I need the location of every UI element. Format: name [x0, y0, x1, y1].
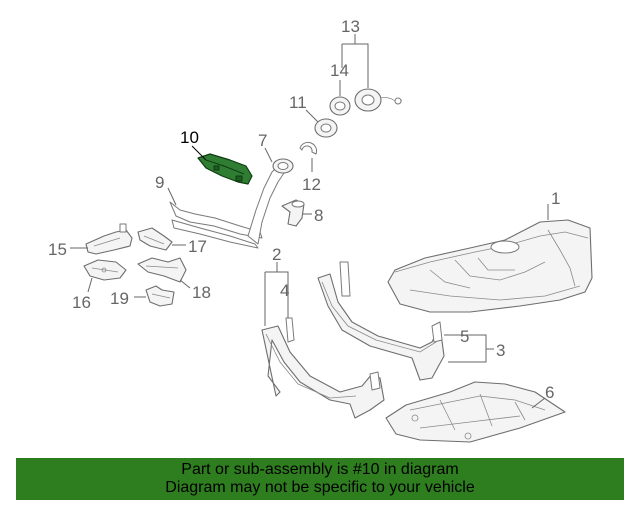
callout-17: 17: [188, 237, 207, 256]
callout-3: 3: [496, 341, 505, 360]
parts-diagram: 1 6 5 3 2 4 9: [48, 17, 593, 443]
fuel-tank-band-part-3[interactable]: [317, 261, 445, 381]
fuel-tank-part-1[interactable]: [387, 219, 593, 313]
fuel-cap-part-13[interactable]: [354, 88, 403, 112]
bracket-part-19[interactable]: [145, 285, 175, 307]
highlighted-bracket-part-10[interactable]: [197, 153, 253, 185]
callout-13: 13: [341, 17, 360, 36]
bracket-part-16[interactable]: [83, 259, 127, 281]
filler-hose-part-8[interactable]: [281, 199, 305, 227]
callout-14: 14: [330, 61, 349, 80]
callout-9: 9: [155, 173, 164, 192]
banner-line-1: Part or sub-assembly is #10 in diagram: [181, 461, 459, 478]
bracket-part-18[interactable]: [137, 257, 187, 283]
callout-16: 16: [72, 293, 91, 312]
gasket-part-12[interactable]: [299, 141, 318, 155]
callout-11: 11: [289, 93, 307, 112]
bracket-part-15[interactable]: [85, 223, 133, 255]
fuel-tank-band-part-2[interactable]: [261, 317, 385, 419]
callout-4: 4: [280, 281, 289, 300]
callout-18: 18: [192, 283, 211, 302]
grommet-part-11[interactable]: [314, 118, 338, 138]
banner-line-2: Diagram may not be specific to your vehi…: [165, 479, 475, 496]
fuel-tank-protector-part-6[interactable]: [385, 381, 566, 443]
callout-2: 2: [272, 245, 281, 264]
callout-6: 6: [545, 383, 554, 402]
callout-12: 12: [302, 175, 321, 194]
callout-10: 10: [180, 128, 199, 147]
callout-5: 5: [460, 327, 469, 346]
bracket-part-17[interactable]: [137, 227, 173, 251]
callout-8: 8: [314, 206, 323, 225]
callout-15: 15: [48, 240, 67, 259]
fuel-filler-pipe-part-7[interactable]: [247, 158, 294, 245]
callout-1: 1: [551, 189, 560, 208]
callout-19: 19: [110, 289, 129, 308]
callout-7: 7: [258, 131, 267, 150]
breather-pipe-part-9[interactable]: [169, 201, 263, 249]
seal-part-14[interactable]: [329, 96, 351, 116]
info-banner: Part or sub-assembly is #10 in diagram D…: [16, 458, 624, 500]
